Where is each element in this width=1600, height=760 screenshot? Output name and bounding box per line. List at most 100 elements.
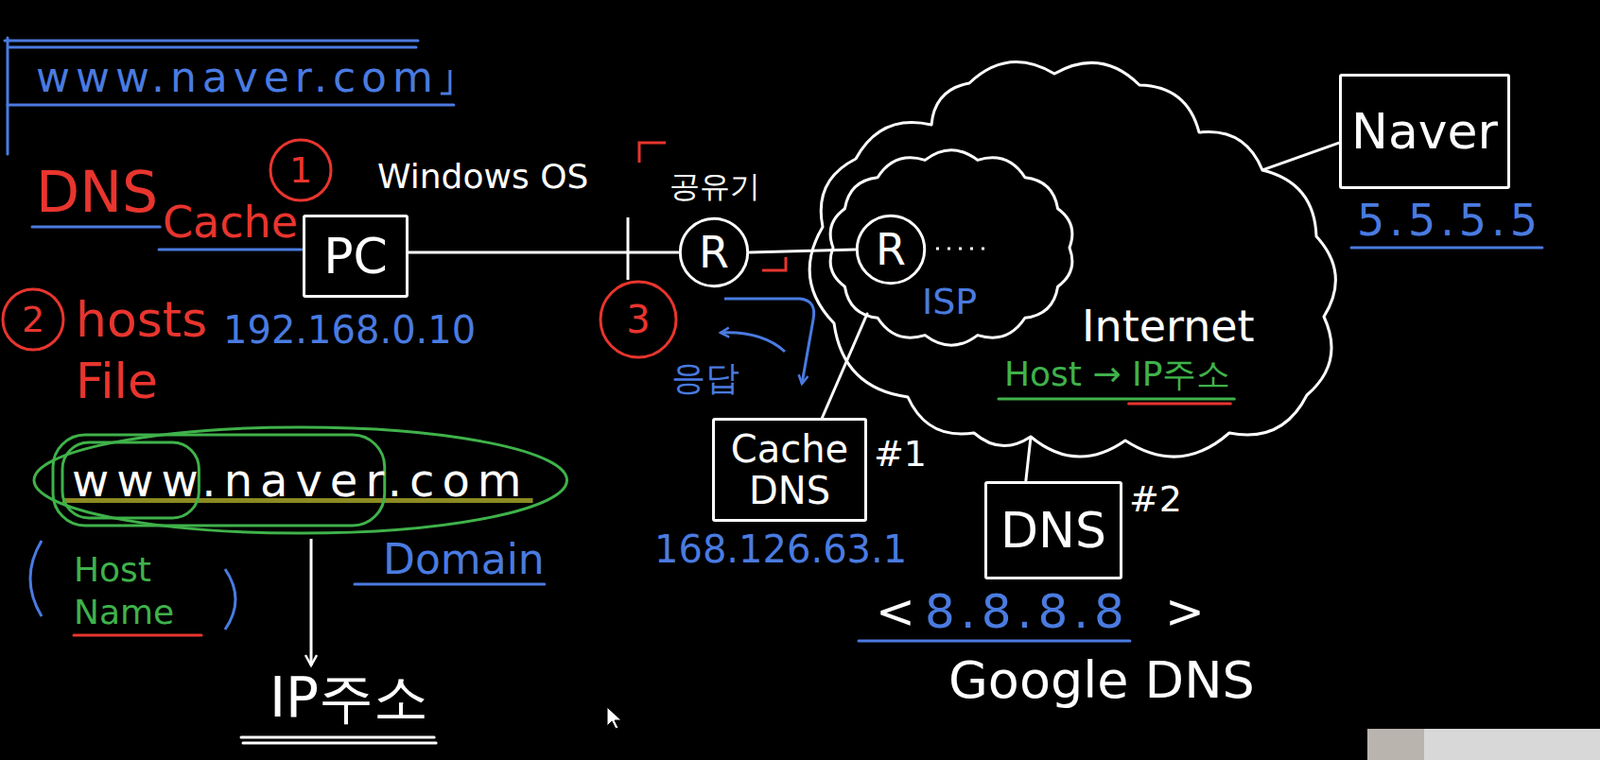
cloud-title: Internet bbox=[1081, 300, 1255, 352]
callout-number: 3 bbox=[626, 297, 650, 342]
callout-number: 1 bbox=[289, 149, 313, 192]
isp-cloud: ISP R bbox=[818, 141, 1084, 355]
connector-line bbox=[408, 251, 679, 255]
frame-line bbox=[7, 104, 454, 107]
text-holder: 5.5.5.5 bbox=[1356, 194, 1543, 246]
resolve-arrow bbox=[310, 539, 314, 666]
text-holder: www.naver.com bbox=[35, 52, 439, 102]
node-label: PC bbox=[323, 227, 388, 285]
parenthesis bbox=[30, 540, 42, 617]
server-number: #1 bbox=[873, 433, 927, 475]
text-holder: 168.126.63.1 bbox=[654, 527, 907, 572]
text-holder: Host → IP주소 bbox=[1004, 351, 1231, 399]
underline bbox=[73, 634, 202, 638]
server-box: Naver bbox=[1339, 73, 1511, 190]
callout-circle bbox=[600, 281, 677, 358]
connector-line bbox=[749, 249, 855, 253]
frame-line bbox=[6, 37, 10, 155]
frame-line bbox=[4, 39, 418, 43]
text-holder: #1 bbox=[873, 433, 927, 475]
ip-address: 8.8.8.8 bbox=[924, 584, 1131, 640]
router-circle: R bbox=[678, 216, 750, 289]
heading-text: DNS bbox=[35, 158, 158, 226]
cloud-outline bbox=[809, 62, 1336, 458]
underline bbox=[32, 226, 160, 229]
underline bbox=[1129, 402, 1232, 406]
domain-text: www.naver.com bbox=[71, 457, 530, 504]
underline bbox=[158, 248, 302, 252]
pc-box: PC bbox=[302, 214, 409, 298]
node-label: Naver bbox=[1351, 103, 1498, 160]
arrow-label: 응답 bbox=[671, 355, 740, 402]
text-holder: 2 bbox=[21, 298, 45, 341]
router-circle: R bbox=[854, 213, 927, 286]
underline bbox=[243, 742, 436, 746]
photo-corner bbox=[1367, 729, 1425, 760]
bracket-mark: > bbox=[1165, 584, 1205, 640]
node-label: DNS bbox=[1000, 502, 1107, 559]
text-holder: Domain bbox=[382, 535, 545, 584]
text-holder: Windows OS bbox=[377, 156, 589, 196]
connector-line bbox=[1262, 142, 1340, 171]
node-label: Cache DNS bbox=[722, 428, 857, 512]
node-label: R bbox=[698, 226, 730, 279]
ip-address: 168.126.63.1 bbox=[654, 527, 907, 572]
text-holder: DNS bbox=[35, 158, 158, 226]
dns-server-box: Cache DNS bbox=[712, 417, 868, 522]
parenthesis bbox=[225, 569, 236, 630]
underline bbox=[241, 736, 435, 740]
node-label: R bbox=[875, 224, 906, 276]
corner-mark bbox=[762, 257, 786, 271]
tick-line bbox=[626, 217, 630, 280]
text-holder: 192.168.0.10 bbox=[223, 308, 476, 352]
text-holder: ISP bbox=[921, 280, 977, 323]
connector-line bbox=[821, 313, 868, 418]
dotted-link bbox=[936, 247, 990, 251]
text-holder: Internet bbox=[1081, 300, 1255, 352]
frame-line bbox=[9, 46, 417, 50]
text-holder: 8.8.8.8 bbox=[924, 584, 1131, 640]
grouping-ring bbox=[34, 427, 568, 534]
text-holder: hosts File bbox=[75, 289, 218, 413]
underline bbox=[998, 398, 1235, 401]
os-label: Windows OS bbox=[377, 156, 589, 196]
part-label: Domain bbox=[382, 535, 545, 584]
server-name: Google DNS bbox=[948, 650, 1255, 711]
callout-number: 2 bbox=[21, 298, 45, 341]
text-holder: #2 bbox=[1129, 478, 1183, 521]
corner-mark bbox=[639, 142, 666, 163]
text-holder: Host Name bbox=[73, 548, 192, 634]
result-label: IP주소 bbox=[269, 661, 429, 736]
text-holder: IP주소 bbox=[269, 661, 429, 736]
text-holder: Google DNS bbox=[948, 650, 1255, 711]
server-number: #2 bbox=[1129, 478, 1183, 521]
return-mark bbox=[440, 69, 451, 94]
photo-corner bbox=[1367, 729, 1600, 760]
underline bbox=[858, 640, 1131, 644]
url-text: www.naver.com bbox=[35, 52, 439, 102]
mouse-cursor bbox=[607, 707, 622, 730]
router-outline bbox=[679, 218, 748, 286]
text-holder: 공유기 bbox=[669, 166, 761, 209]
callout-circle bbox=[2, 289, 64, 350]
connector-line bbox=[1026, 436, 1031, 482]
callout-circle bbox=[270, 139, 331, 201]
file-label: hosts File bbox=[75, 289, 218, 413]
cloud-note: Host → IP주소 bbox=[1004, 351, 1231, 399]
part-label: Host Name bbox=[73, 548, 192, 634]
underline bbox=[1351, 246, 1543, 250]
text-holder: 1 bbox=[289, 149, 313, 192]
internet-cloud: InternetHost → IP주소 ISP R bbox=[803, 52, 1343, 464]
text-holder: Cache bbox=[162, 196, 298, 248]
bracket-mark: < bbox=[875, 584, 916, 640]
text-holder: > bbox=[1165, 584, 1205, 640]
text-holder: 3 bbox=[626, 297, 650, 342]
cloud-title: ISP bbox=[921, 280, 977, 323]
cloud-outline bbox=[830, 150, 1073, 346]
cloud-outline bbox=[818, 141, 1084, 355]
text-holder: < bbox=[875, 584, 916, 640]
dns-server-box: DNS bbox=[984, 481, 1123, 580]
response-arrow bbox=[720, 332, 785, 352]
ip-address: 5.5.5.5 bbox=[1356, 194, 1543, 246]
